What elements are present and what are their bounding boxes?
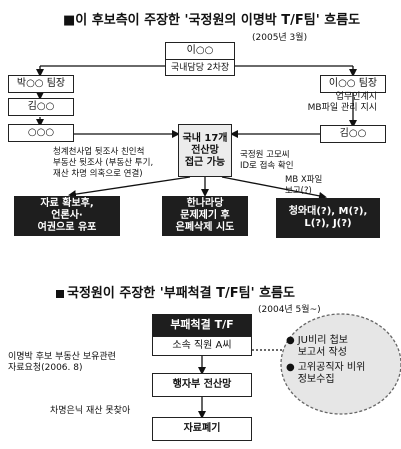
bullet-icon: ●: [286, 335, 295, 346]
bottom-box-1: 자료 확보후, 언론사· 여권으로 유포: [14, 196, 120, 236]
right-note: 업무인계시 MB파일 관리 지시: [307, 92, 377, 113]
diagram1-title: ■이 후보측이 주장한 '국정원의 이명박 T/F팀' 흐름도: [63, 13, 361, 28]
diagram2-date: (2004년 5월~): [258, 305, 321, 315]
circle-item-2-text: 고위공직자 비위 정보수집: [297, 362, 366, 385]
bottom-box-2: 한나라당 문제제기 후 은폐삭제 시도: [162, 196, 248, 236]
square-bullet-icon: [56, 289, 64, 298]
tf-box: 부패척결 T/F: [152, 314, 252, 336]
diagram1-date: (2005년 3월): [252, 33, 308, 43]
mb-note: MB X파일 보고(?): [285, 175, 323, 196]
circle-item-1-text: JU비리 첩보 보고서 작성: [297, 335, 348, 358]
left-note: 청계천사업 뒷조사 친인척 부동산 뒷조사 (부동산 투기, 재산 차명 의혹으…: [53, 147, 154, 179]
circle-item-2: ● 고위공직자 비위 정보수집: [286, 362, 365, 386]
d2-left-note-2: 차명은닉 재산 못찾아: [50, 406, 131, 416]
disposal-box: 자료폐기: [152, 417, 252, 441]
diagram2-title: 국정원이 주장한 '부패척결 T/F팀' 흐름도: [67, 286, 295, 301]
top-box-role: 국내담당 2차장: [170, 62, 230, 73]
network-box: 행자부 전산망: [152, 373, 252, 397]
bottom-box-3: 청와대(?), M(?), L(?), J(?): [276, 198, 380, 238]
circle-item-1: ● JU비리 첩보 보고서 작성: [286, 335, 365, 359]
left-chain-box-2: 김○○: [8, 98, 74, 116]
left-chain-box-1: 박○○ 팀장: [8, 75, 74, 93]
diagram2-title-wrap: 국정원이 주장한 '부패척결 T/F팀' 흐름도: [56, 282, 295, 301]
d2-left-note: 이명박 후보 부동산 보유관련 자료요청(2006. 8): [8, 352, 116, 373]
right-note-2: 국정원 고모씨 ID로 접속 확인: [240, 150, 294, 171]
staff-box: 소속 직원 A씨: [152, 336, 252, 356]
bullet-icon: ●: [286, 362, 295, 373]
right-chain-box-1: 이○○ 팀장: [320, 75, 386, 93]
top-box-name: 이○○: [166, 43, 234, 60]
left-chain-box-3: ○○○: [8, 124, 74, 142]
circle-items: ● JU비리 첩보 보고서 작성 ● 고위공직자 비위 정보수집: [286, 335, 365, 386]
top-box: 이○○ 국내담당 2차장: [165, 42, 235, 76]
right-chain-box-2: 김○○: [320, 125, 386, 143]
center-box: 국내 17개 전산망 접근 가능: [178, 124, 232, 177]
